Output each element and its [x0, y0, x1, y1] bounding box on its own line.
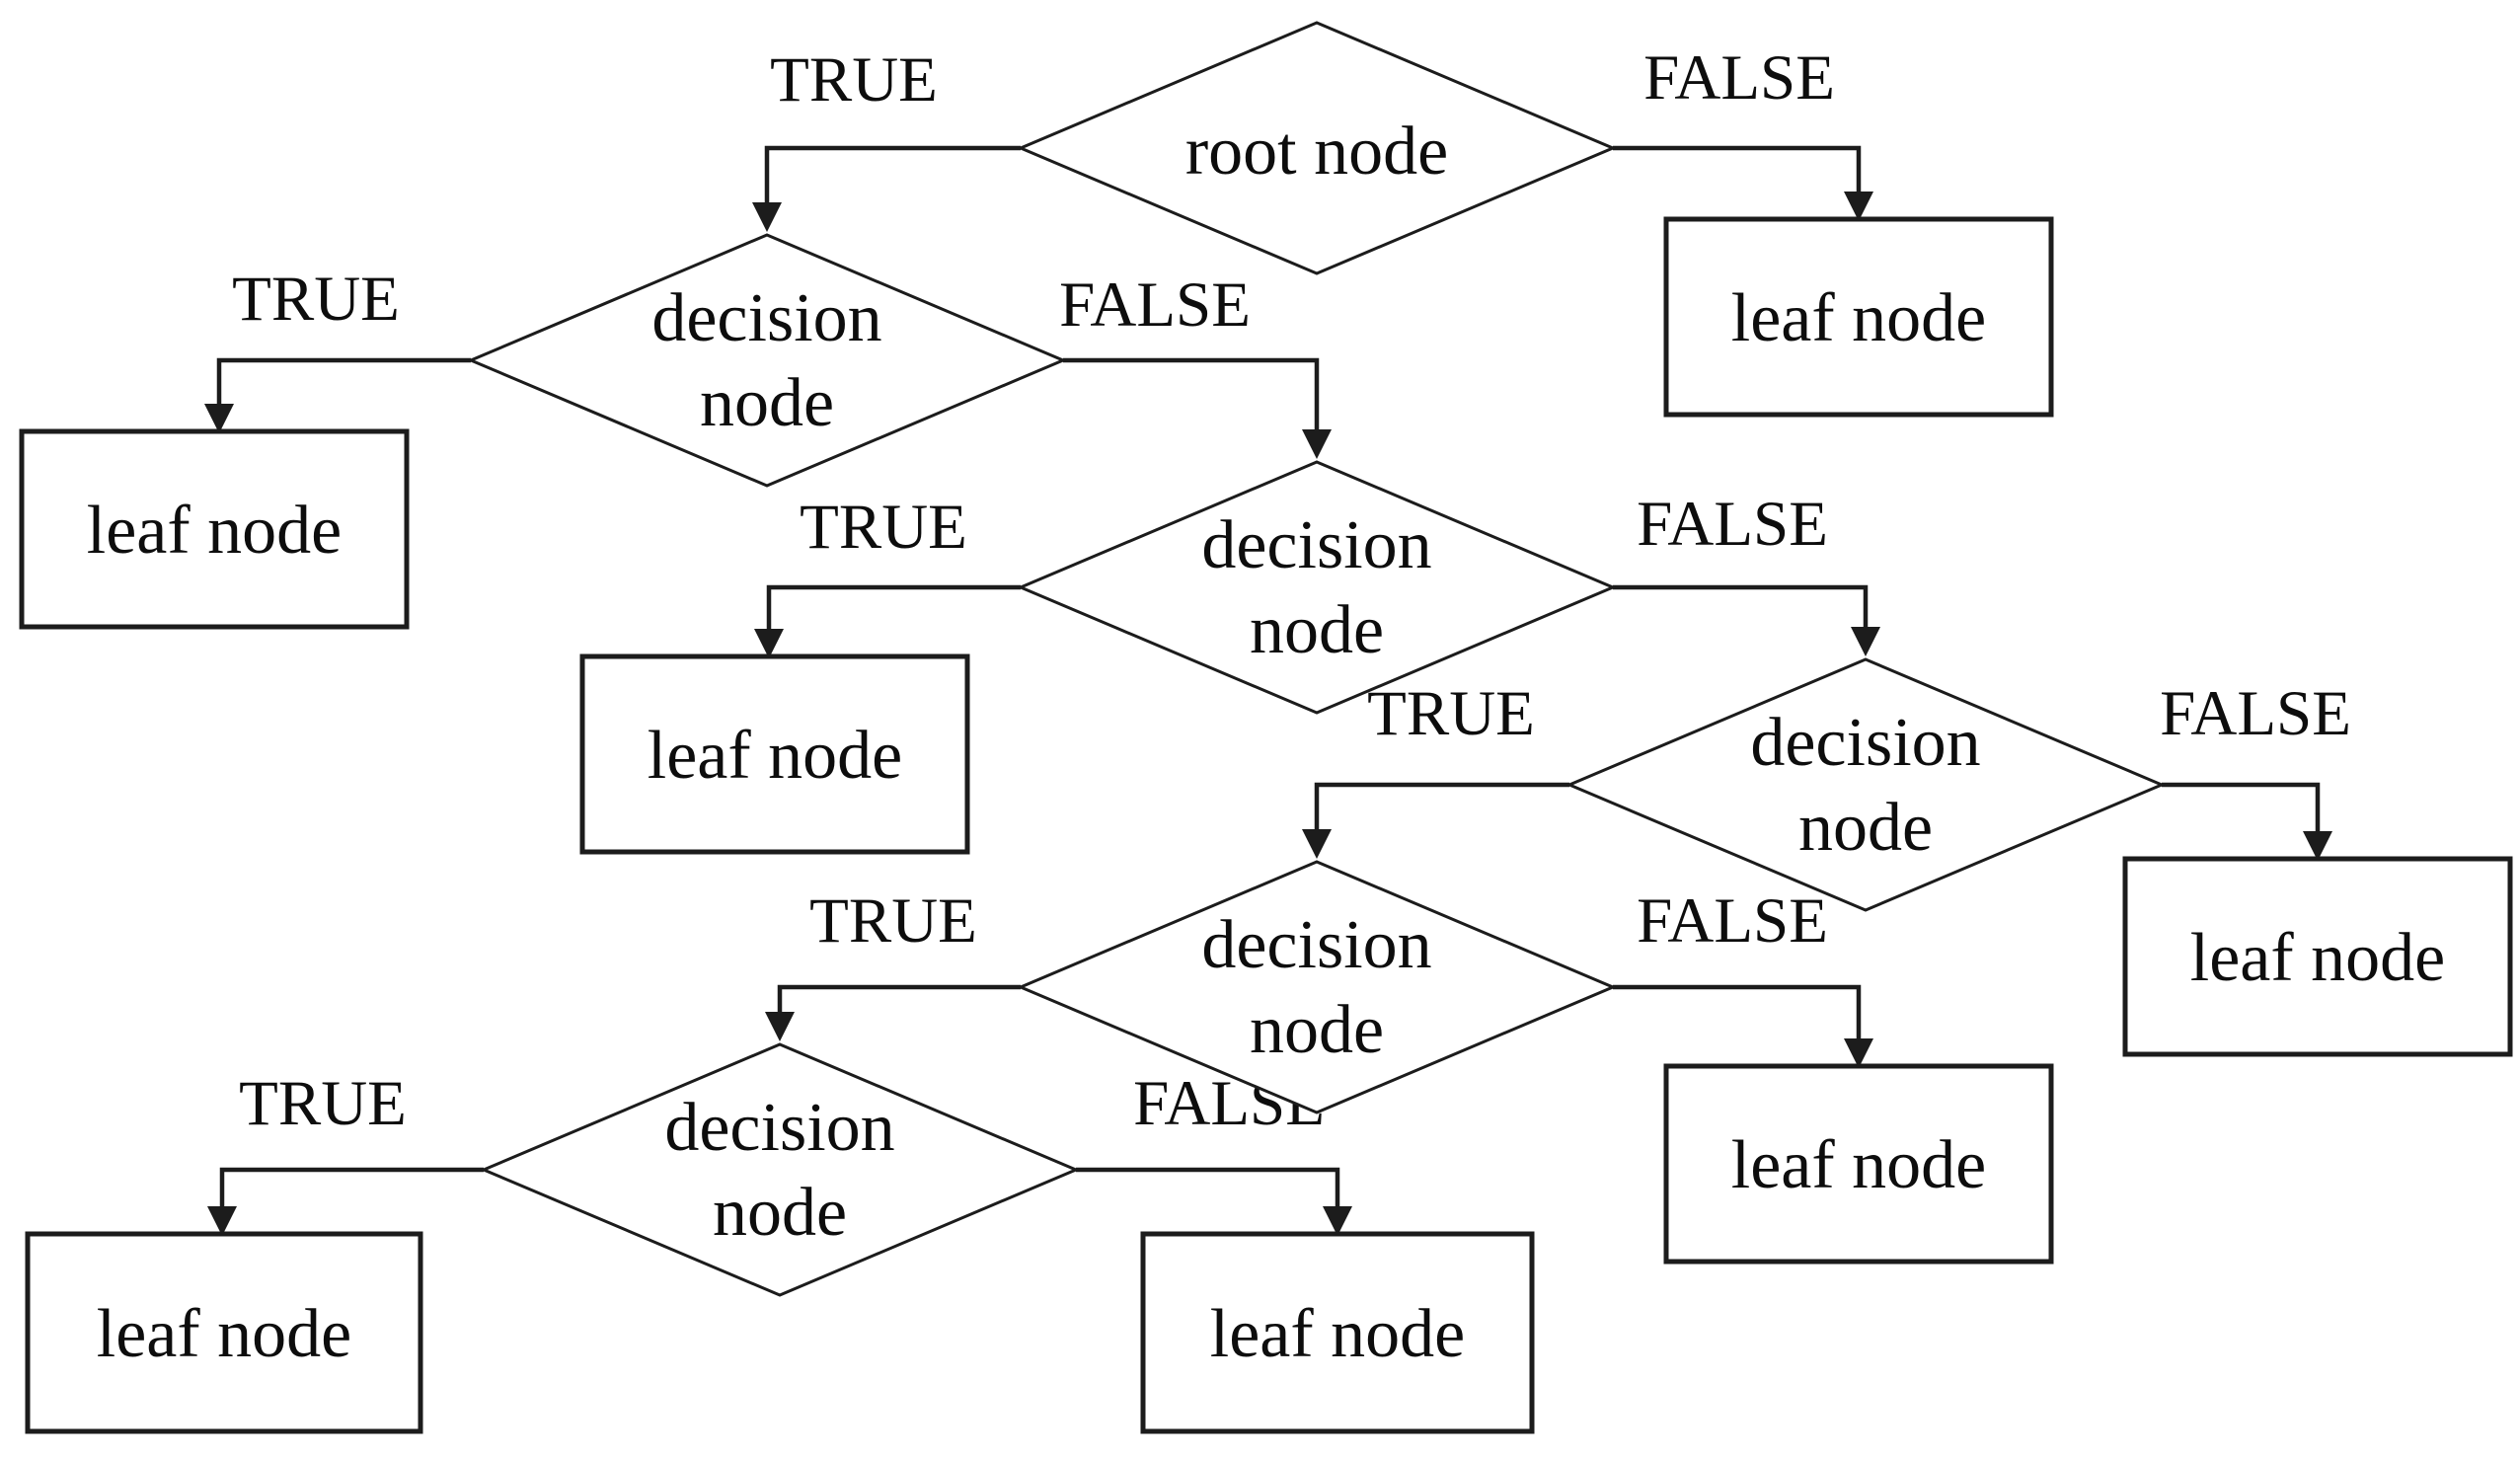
- leaf-box: [1140, 1231, 1535, 1434]
- arrowhead-down-icon: [1302, 829, 1332, 859]
- node-label: leaf node: [97, 1296, 351, 1372]
- edge-d5-true: [207, 1167, 484, 1236]
- branch-label-false: FALSE: [1637, 885, 1828, 957]
- decision-node-4: decision node: [1017, 860, 1617, 1114]
- arrowhead-down-icon: [1302, 429, 1332, 459]
- arrowhead-down-icon: [207, 1206, 237, 1236]
- arrowhead-down-icon: [1851, 627, 1880, 656]
- edge-line: [219, 1167, 484, 1206]
- arrowhead-down-icon: [754, 629, 784, 658]
- branch-label-true: TRUE: [232, 264, 400, 335]
- edge-line: [1613, 984, 1862, 1038]
- edge-d1-true: [204, 357, 471, 433]
- edge-d2-false: [1613, 584, 1880, 656]
- edge-line: [1314, 782, 1569, 829]
- diamond-shape: [480, 1042, 1080, 1297]
- leaf-node-2: leaf node: [19, 428, 410, 630]
- node-label: node: [1250, 992, 1384, 1068]
- branch-label-true: TRUE: [809, 885, 977, 957]
- arrowhead-down-icon: [752, 202, 782, 232]
- edge-d4-false: [1613, 984, 1873, 1068]
- edge-d1-false: [1063, 357, 1332, 459]
- branch-label-false: FALSE: [1643, 42, 1835, 114]
- arrowhead-down-icon: [204, 404, 234, 433]
- leaf-box: [19, 428, 410, 630]
- node-label: leaf node: [87, 493, 342, 569]
- leaf-box: [579, 653, 970, 855]
- node-label: decision: [1750, 705, 1980, 781]
- edge-line: [766, 584, 1021, 629]
- edge-d4-true: [765, 984, 1021, 1041]
- branch-label-true: TRUE: [770, 44, 938, 115]
- edge-line: [1076, 1167, 1340, 1206]
- diamond-shape: [467, 233, 1067, 488]
- leaf-node-5: leaf node: [1663, 1063, 2054, 1265]
- edge-line: [764, 145, 1021, 202]
- leaf-box: [1663, 1063, 2054, 1265]
- decision-node-3: decision node: [1565, 657, 2166, 912]
- edge-line: [1063, 357, 1320, 429]
- decision-node-2: decision node: [1017, 460, 1617, 715]
- decision-node-1: decision node: [467, 233, 1067, 488]
- node-label: root node: [1185, 114, 1448, 190]
- edge-line: [2162, 782, 2321, 831]
- edge-line: [1613, 145, 1862, 192]
- node-label: node: [1250, 592, 1384, 668]
- edge-line: [216, 357, 471, 404]
- diamond-shape: [1017, 21, 1617, 275]
- branch-label-true: TRUE: [239, 1068, 407, 1139]
- root-node: root node: [1017, 21, 1617, 275]
- node-label: leaf node: [1210, 1296, 1465, 1372]
- edge-d5-false: [1076, 1167, 1352, 1236]
- node-label: leaf node: [648, 718, 902, 794]
- node-label: decision: [1201, 507, 1431, 583]
- node-label: node: [700, 365, 834, 441]
- edge-line: [1613, 584, 1869, 627]
- edge-line: [777, 984, 1021, 1012]
- leaf-box: [25, 1231, 423, 1434]
- arrowhead-down-icon: [1844, 1038, 1873, 1068]
- node-label: node: [1798, 790, 1933, 866]
- edge-d3-false: [2162, 782, 2332, 861]
- edge-d3-true: [1302, 782, 1569, 859]
- node-label: decision: [1201, 907, 1431, 983]
- arrowhead-down-icon: [1844, 192, 1873, 221]
- branch-label-true: TRUE: [800, 492, 967, 563]
- diamond-shape: [1565, 657, 2166, 912]
- leaf-node-7: leaf node: [1140, 1231, 1535, 1434]
- branch-label-false: FALSE: [1059, 269, 1251, 341]
- leaf-box: [1663, 216, 2054, 418]
- branch-label-false: FALSE: [2160, 678, 2351, 749]
- arrowhead-down-icon: [1323, 1206, 1352, 1236]
- leaf-node-4: leaf node: [2122, 856, 2513, 1057]
- arrowhead-down-icon: [765, 1012, 795, 1041]
- diamond-shape: [1017, 460, 1617, 715]
- node-label: node: [713, 1175, 847, 1251]
- edge-root-true: [752, 145, 1021, 232]
- decision-node-5: decision node: [480, 1042, 1080, 1297]
- edge-root-false: [1613, 145, 1873, 221]
- edge-d2-true: [754, 584, 1021, 658]
- leaf-node-3: leaf node: [579, 653, 970, 855]
- node-label: leaf node: [1731, 1127, 1986, 1203]
- leaf-box: [2122, 856, 2513, 1057]
- node-label: decision: [651, 280, 881, 356]
- branch-label-false: FALSE: [1637, 489, 1828, 560]
- leaf-node-1: leaf node: [1663, 216, 2054, 418]
- branch-label-true: TRUE: [1367, 678, 1535, 749]
- diamond-shape: [1017, 860, 1617, 1114]
- leaf-node-6: leaf node: [25, 1231, 423, 1434]
- node-label: leaf node: [2190, 920, 2445, 996]
- node-label: leaf node: [1731, 280, 1986, 356]
- node-label: decision: [664, 1090, 894, 1166]
- arrowhead-down-icon: [2303, 831, 2332, 861]
